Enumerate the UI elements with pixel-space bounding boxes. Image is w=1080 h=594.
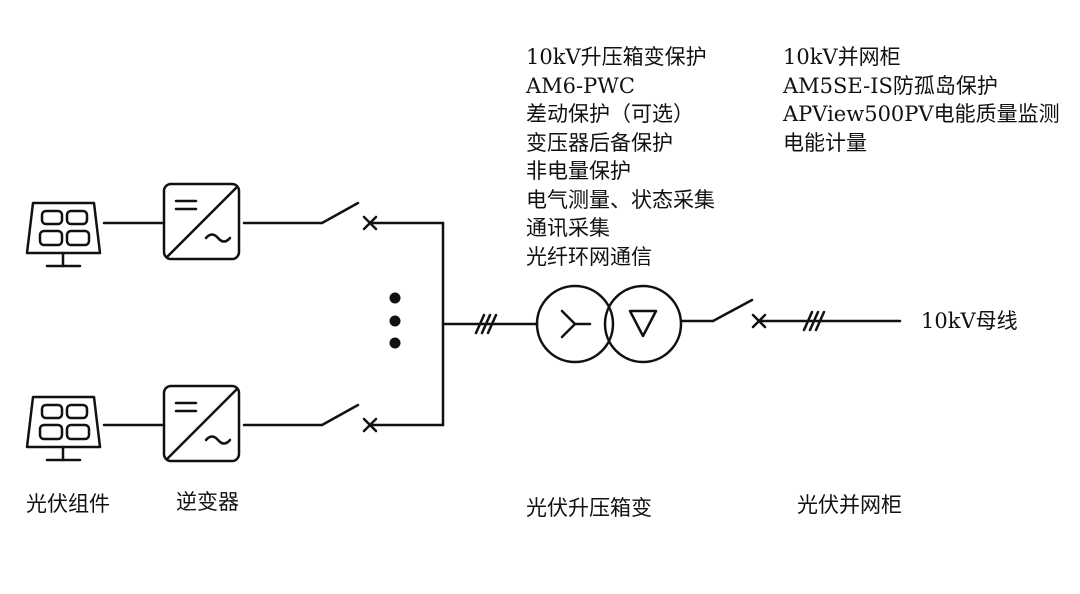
ellipsis-dot (389, 337, 401, 349)
cabinet-item: AM5SE-IS防孤岛保护 (783, 73, 998, 98)
inverter-icon-top (162, 182, 241, 261)
protection-item: 电气测量、状态采集 (526, 187, 715, 212)
box-transformer-label: 光伏升压箱变 (526, 496, 652, 520)
protection-item: 光纤环网通信 (526, 244, 652, 269)
inverter-icon-bottom (162, 384, 241, 463)
protection-item: AM6-PWC (526, 73, 635, 98)
bus-label: 10kV母线 (921, 309, 1018, 333)
protection-item: 差动保护（可选） (526, 102, 694, 126)
transformer-icon (535, 284, 683, 364)
breaker-blade-bottom (320, 403, 360, 427)
cabinet-item: 电能计量 (783, 130, 867, 155)
protection-item: 通讯采集 (526, 216, 610, 240)
multi-conductor-mark-right (802, 310, 826, 332)
grid-cabinet-label: 光伏并网柜 (797, 493, 902, 517)
multi-conductor-mark-left (474, 313, 498, 335)
pv-panel-icon-bottom (25, 395, 102, 462)
ellipsis-dot (389, 315, 401, 327)
grid-cabinet-protection-list: 10kV并网柜 AM5SE-IS防孤岛保护 APView500PV电能质量监测 … (783, 43, 1060, 157)
protection-item: 10kV升压箱变保护 (526, 45, 707, 69)
inverter-label: 逆变器 (176, 490, 239, 514)
breaker-blade-grid (711, 298, 754, 323)
pv-panel-icon-top (25, 201, 102, 268)
ellipsis-dot (389, 292, 401, 304)
cabinet-item: 10kV并网柜 (783, 45, 901, 69)
box-transformer-protection-list: 10kV升压箱变保护 AM6-PWC 差动保护（可选） 变压器后备保护 非电量保… (526, 43, 715, 271)
pv-module-label: 光伏组件 (26, 492, 110, 516)
protection-item: 变压器后备保护 (526, 130, 673, 155)
breaker-blade-top (320, 201, 360, 225)
protection-item: 非电量保护 (526, 159, 631, 183)
cabinet-item: APView500PV电能质量监测 (783, 102, 1060, 126)
